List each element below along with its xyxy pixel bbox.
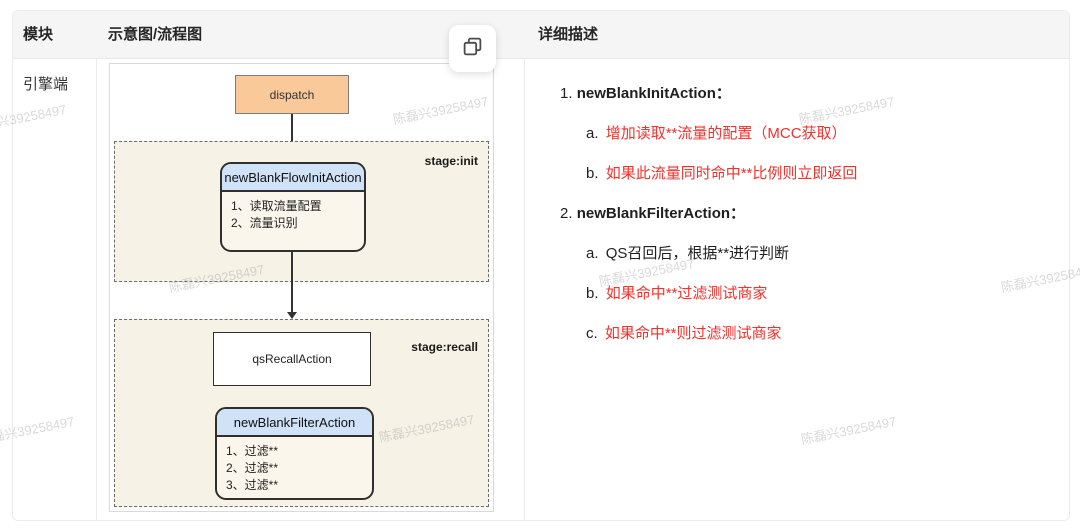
item-number: 2. [560,205,573,222]
subitem-text: 如果命中**则过滤测试商家 [604,325,782,342]
item-number: 1. [560,85,573,102]
stage-init-group: stage:init newBlankFlowInitAction 1、读取流量… [114,141,489,282]
copy-icon [462,36,483,62]
desc-item-2b: b. 如果命中**过滤测试商家 [586,284,1060,304]
copy-button[interactable] [449,25,496,72]
flow-node-dispatch: dispatch [235,75,349,114]
desc-item-2: 2. newBlankFilterAction： [560,204,1060,224]
subitem-letter: a. [586,245,599,262]
item-label: newBlankFilterAction： [576,205,746,222]
table-header-row: 模块 示意图/流程图 详细描述 [13,11,1069,59]
subitem-text: 如果命中**过滤测试商家 [605,285,768,302]
flow-node-filter-body: 1、过滤** 2、过滤** 3、过滤** [217,437,372,498]
flow-node-filter-line: 2、过滤** [226,461,279,475]
description-list: 1. newBlankInitAction： a. 增加读取**流量的配置（MC… [560,84,1060,364]
flow-node-init-body: 1、读取流量配置 2、流量识别 [222,192,364,238]
flow-node-filter: newBlankFilterAction 1、过滤** 2、过滤** 3、过滤*… [215,407,374,500]
header-description: 详细描述 [538,26,599,43]
desc-item-1: 1. newBlankInitAction： [560,84,1060,104]
desc-item-2c: c. 如果命中**则过滤测试商家 [586,324,1060,344]
flowchart-image[interactable]: dispatch stage:init newBlankFlowInitActi… [109,63,494,512]
column-divider [524,11,525,520]
flow-node-filter-line: 3、过滤** [226,478,279,492]
flow-node-init-line: 1、读取流量配置 [231,199,322,213]
subitem-letter: b. [586,165,599,182]
arrow-down-icon [291,114,293,156]
subitem-letter: c. [586,325,598,342]
arrow-down-icon [291,251,293,313]
flow-node-init: newBlankFlowInitAction 1、读取流量配置 2、流量识别 [220,162,366,252]
column-divider [96,11,97,520]
header-module: 模块 [23,26,54,43]
subitem-text: 如果此流量同时命中**比例则立即返回 [605,165,858,182]
module-cell: 引擎端 [23,76,69,93]
header-diagram: 示意图/流程图 [108,26,203,43]
stage-recall-group: stage:recall qsRecallAction newBlankFilt… [114,319,489,507]
flow-node-init-title: newBlankFlowInitAction [222,164,364,192]
desc-item-2a: a. QS召回后，根据**进行判断 [586,244,1060,264]
item-label: newBlankInitAction： [576,85,731,102]
flow-node-qsrecall: qsRecallAction [213,332,371,386]
subitem-letter: a. [586,125,599,142]
subitem-text: QS召回后，根据**进行判断 [605,245,790,262]
subitem-letter: b. [586,285,599,302]
flow-node-init-line: 2、流量识别 [231,216,298,230]
flow-node-filter-title: newBlankFilterAction [217,409,372,437]
subitem-text: 增加读取**流量的配置（MCC获取） [605,125,847,142]
desc-item-1a: a. 增加读取**流量的配置（MCC获取） [586,124,1060,144]
stage-recall-label: stage:recall [411,340,478,354]
flow-node-filter-line: 1、过滤** [226,444,279,458]
desc-item-1b: b. 如果此流量同时命中**比例则立即返回 [586,164,1060,184]
stage-init-label: stage:init [424,154,478,168]
module-doc-table: 模块 示意图/流程图 详细描述 引擎端 dispatch stage:init … [12,10,1070,521]
